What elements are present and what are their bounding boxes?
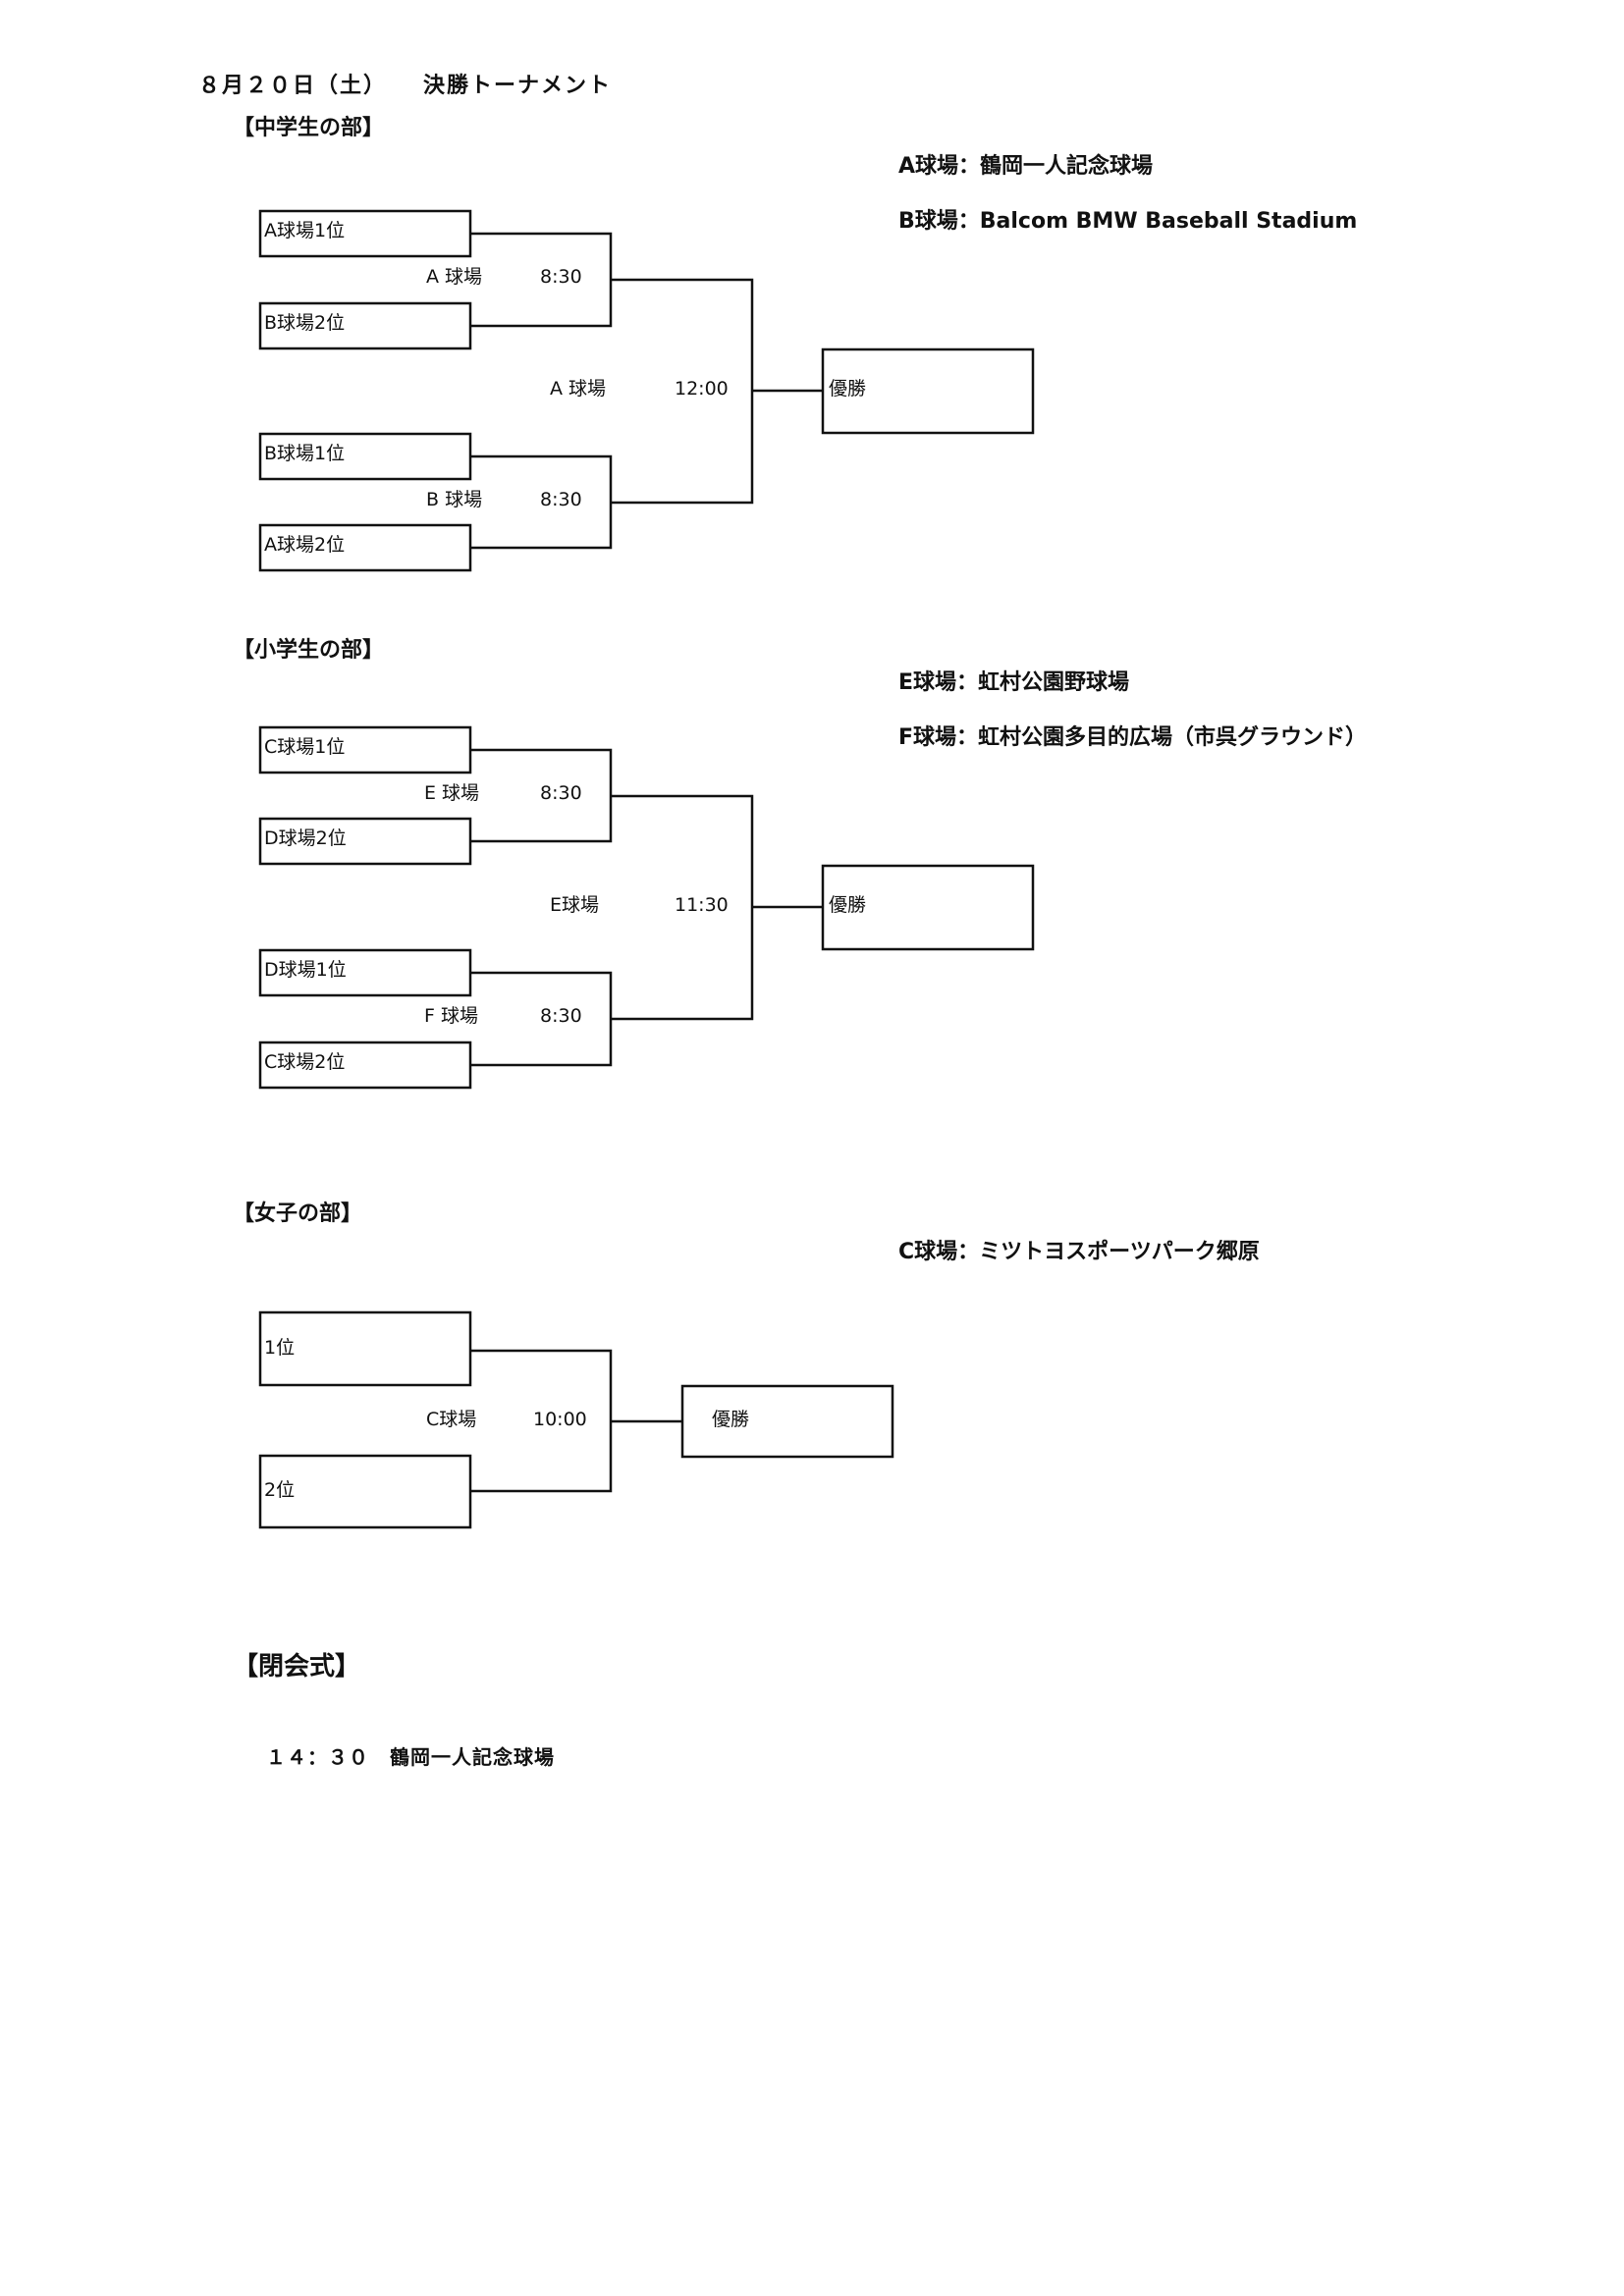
match-venue: B 球場: [426, 489, 483, 510]
section-title-junior-high: 【中学生の部】: [233, 116, 385, 140]
closing-ceremony-title: 【閉会式】: [233, 1652, 361, 1682]
team-label: A球場1位: [264, 220, 346, 241]
team-label: 2位: [264, 1479, 296, 1501]
winner-label: 優勝: [712, 1409, 750, 1430]
match-time: 8:30: [540, 266, 582, 288]
venue-info: B球場：Balcom BMW Baseball Stadium: [898, 209, 1358, 234]
match-time: 11:30: [675, 894, 729, 916]
match-venue: A 球場: [426, 266, 483, 288]
match-time: 10:00: [533, 1409, 587, 1430]
match-venue: C球場: [426, 1409, 477, 1430]
elementary-bracket: [258, 725, 1035, 1090]
closing-ceremony-venue: 鶴岡一人記念球場: [390, 1745, 555, 1769]
section-title-girls: 【女子の部】: [233, 1201, 363, 1226]
match-venue: E球場: [550, 894, 600, 916]
team-label: B球場2位: [264, 312, 346, 334]
page-title: ８月２０日（土） 決勝トーナメント: [198, 74, 613, 98]
team-label: A球場2位: [264, 534, 346, 556]
team-label: D球場1位: [264, 959, 347, 981]
match-time: 8:30: [540, 1005, 582, 1027]
venue-info: C球場：ミツトヨスポーツパーク郷原: [898, 1240, 1260, 1264]
team-label: C球場2位: [264, 1051, 346, 1073]
match-time: 8:30: [540, 489, 582, 510]
match-venue: A 球場: [550, 378, 607, 400]
winner-label: 優勝: [829, 894, 867, 916]
match-venue: E 球場: [424, 782, 480, 804]
venue-info: A球場：鶴岡一人記念球場: [898, 154, 1154, 179]
junior-high-bracket: [258, 209, 1035, 572]
match-venue: F 球場: [424, 1005, 478, 1027]
winner-label: 優勝: [829, 378, 867, 400]
venue-info: F球場：虹村公園多目的広場（市呉グラウンド）: [898, 725, 1368, 750]
section-title-elementary: 【小学生の部】: [233, 638, 385, 663]
team-label: C球場1位: [264, 736, 346, 758]
venue-info: E球場：虹村公園野球場: [898, 670, 1130, 695]
match-time: 8:30: [540, 782, 582, 804]
team-box: [258, 1310, 472, 1387]
girls-bracket: [258, 1310, 894, 1529]
team-label: D球場2位: [264, 828, 347, 849]
team-label: 1位: [264, 1337, 296, 1359]
match-time: 12:00: [675, 378, 729, 400]
team-label: B球場1位: [264, 443, 346, 464]
closing-ceremony-time: １４：３０: [266, 1745, 369, 1769]
